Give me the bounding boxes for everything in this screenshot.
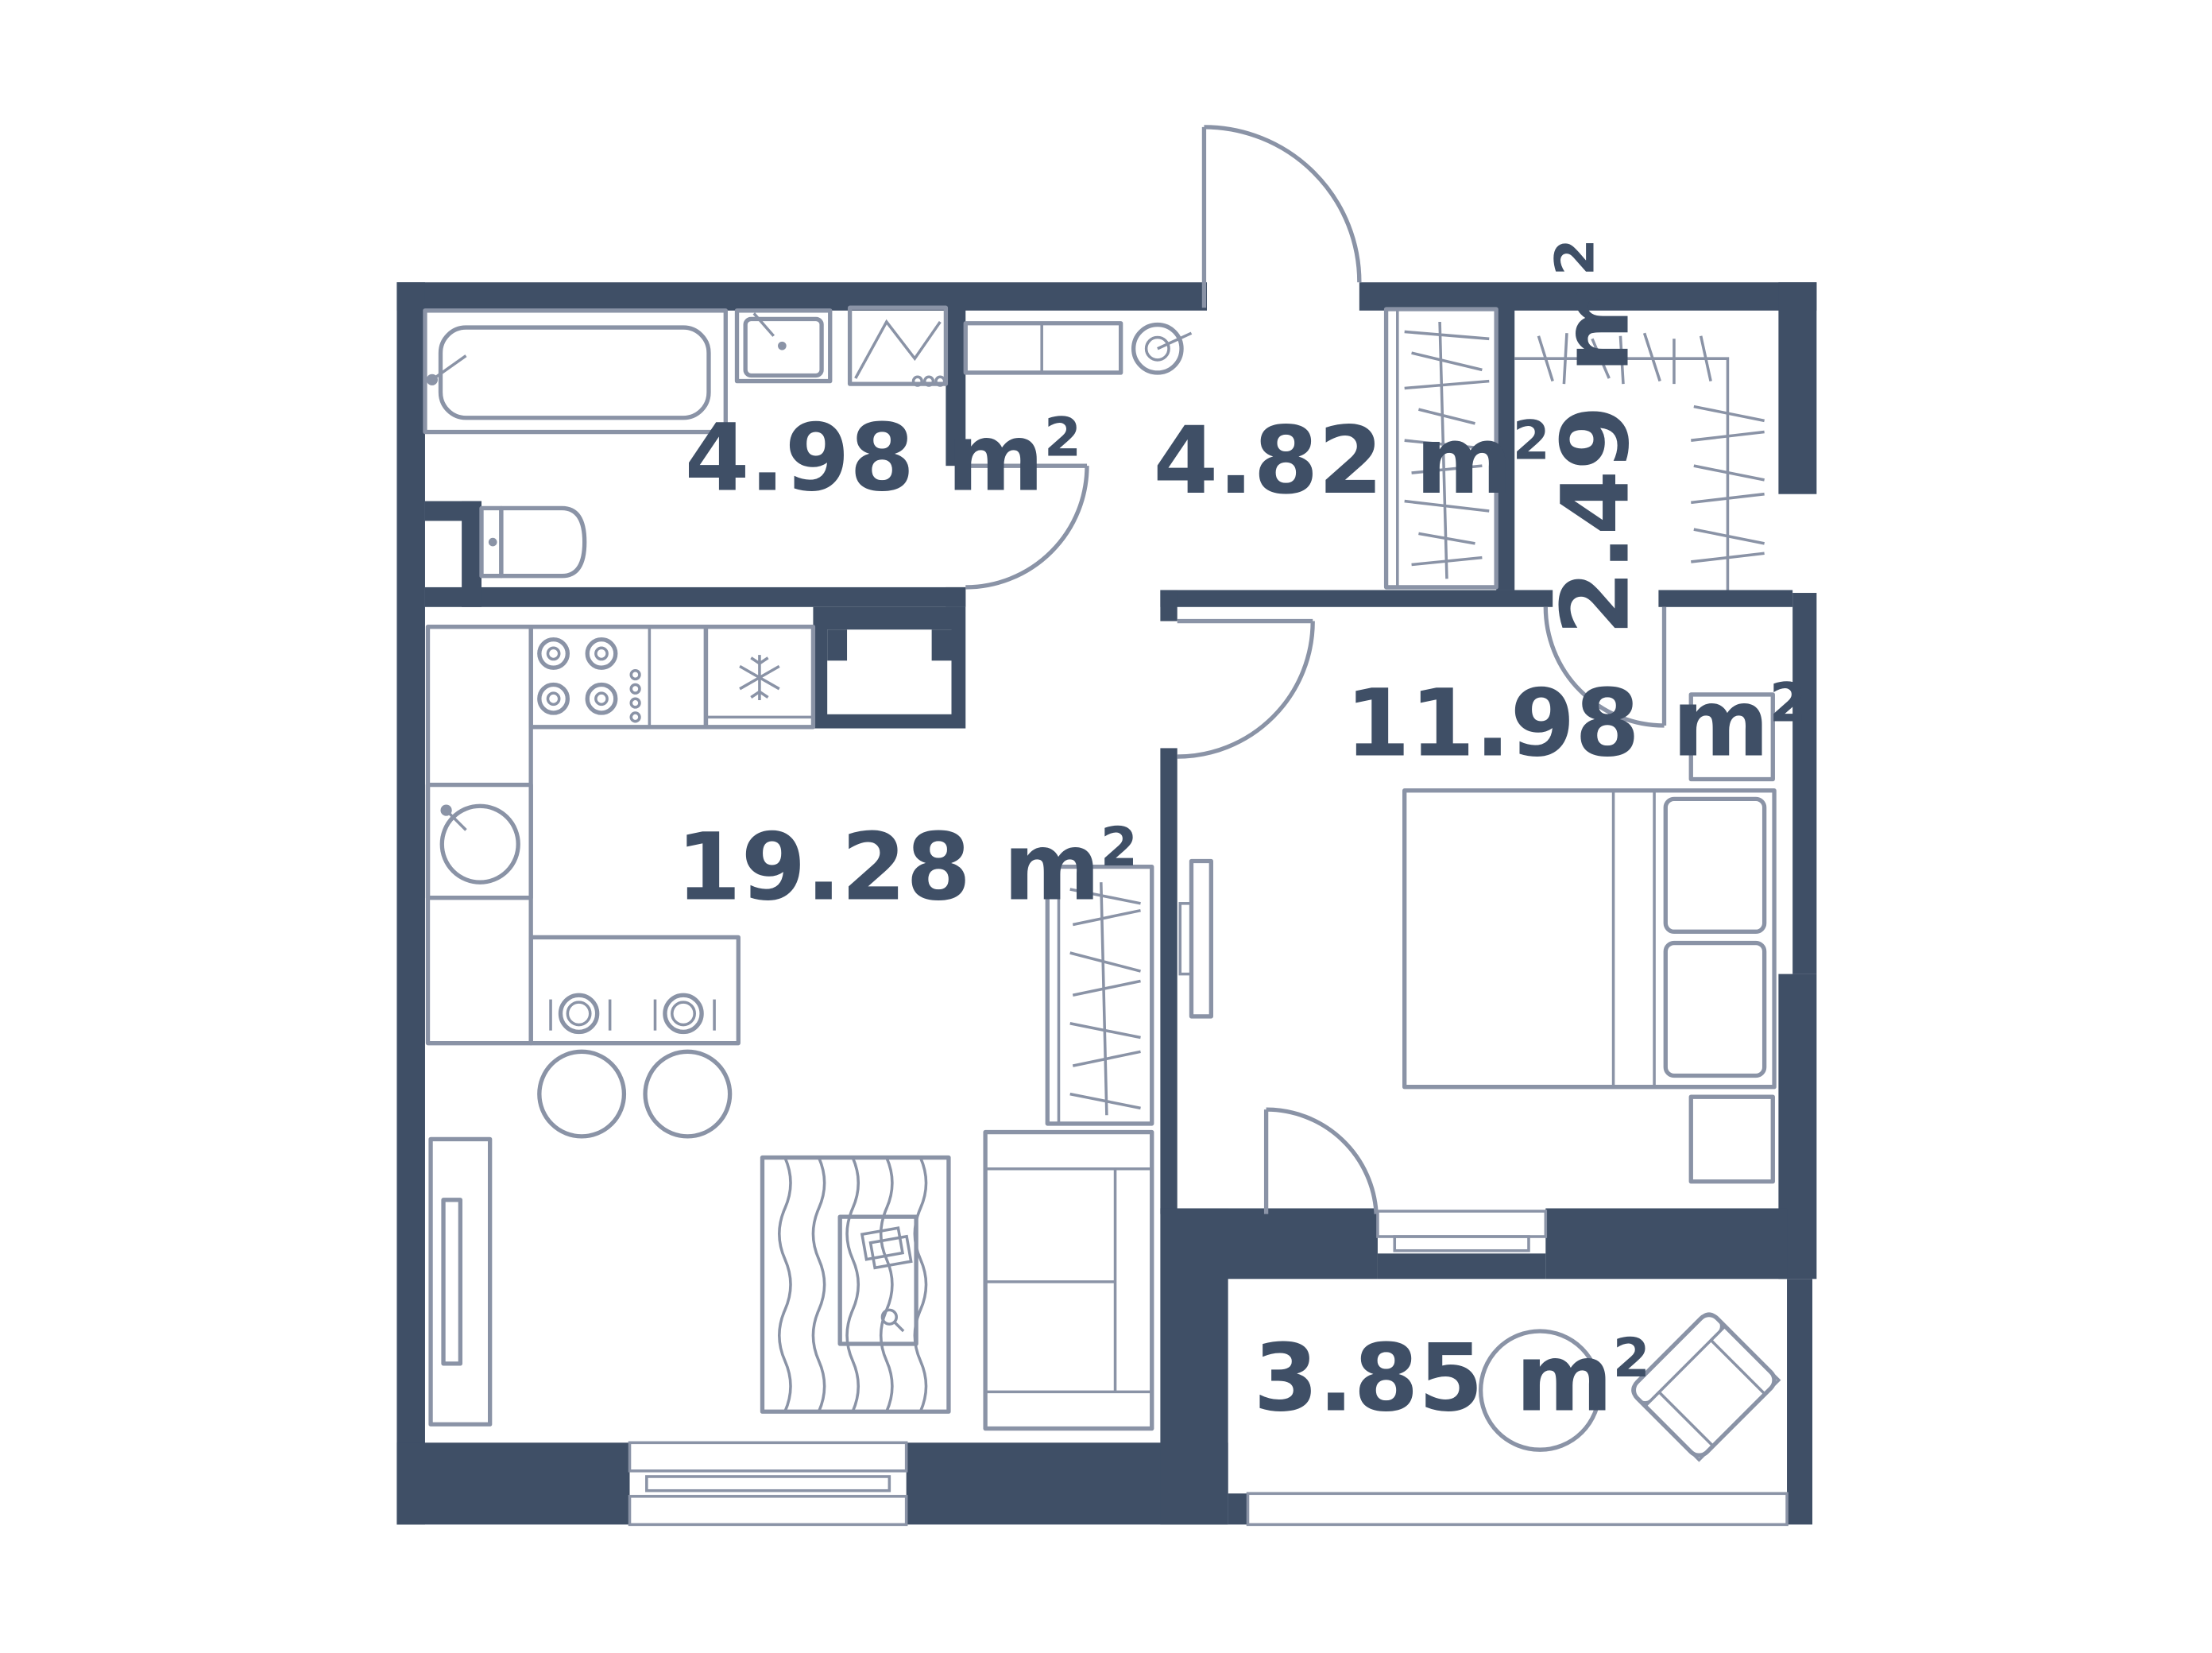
sofa-icon [983,1129,1154,1431]
plate-icon [549,993,716,1035]
balcony-area-exponent: 2 [1613,1326,1650,1389]
round-table-icon [1478,1329,1602,1452]
fridge-icon [703,624,816,730]
living-area-exponent: 2 [1100,815,1138,878]
coffee-table-icon [837,1214,918,1346]
closet-area-exponent: 2 [1544,238,1607,276]
balcony-area-value: 3.85 [1254,1323,1483,1432]
wardrobe-icon [1383,307,1499,590]
bedroom-area-exponent: 2 [1769,672,1807,734]
bed-icon [1402,788,1777,1090]
tv-icon [1178,858,1213,1019]
washing-machine-icon [847,305,949,387]
hallway-area-unit: m [1416,406,1513,515]
living-kitchen: 19.28 m2 [425,624,1154,1431]
bedroom-area-value: 11.98 [1345,668,1640,777]
hallway-area-label: 4.82 m2 [1154,406,1550,515]
walk-in-closet: 2.49 m2 [1514,238,1765,635]
balcony-door[interactable] [1263,1107,1379,1214]
bathroom: 4.98 m2 [423,305,1081,579]
tv-icon [428,1136,493,1427]
stove-icon [537,626,652,727]
closet-rack-icon [1514,332,1765,590]
balcony: 3.85 m2 [1254,1312,1781,1462]
hallway-area-exponent: 2 [1513,408,1550,471]
kitchen-sink-icon [425,782,533,900]
bedroom-area-unit: m [1673,668,1769,777]
toilet-icon [479,505,587,579]
windows [628,1210,1789,1527]
coat-hanger-icon [1131,322,1193,375]
bedroom-door[interactable] [1177,618,1315,759]
bathroom-area-unit: m [947,403,1044,512]
bathroom-area-value: 4.98 [685,403,915,512]
hallway: 4.82 m2 [963,307,1550,590]
living-area-label: 19.28 m2 [676,812,1138,921]
bedroom: 11.98 m2 [1178,668,1807,1184]
bathroom-area-exponent: 2 [1044,406,1081,469]
doors [965,125,1667,1214]
armchair-icon [1631,1312,1781,1462]
bookshelf-icon [1045,864,1154,1126]
closet-area-value: 2.49 [1541,405,1649,635]
walls [396,282,1817,1525]
bathtub-icon [423,308,728,435]
nightstand-icon [1688,692,1775,1184]
wardrobe-door[interactable] [1543,606,1667,728]
entrance-door[interactable] [1201,125,1362,308]
sink-icon [734,308,833,384]
closet-area-label: 2.49 m2 [1541,238,1649,635]
living-area-unit: m [1004,812,1100,921]
balcony-area-label: 3.85 m2 [1254,1323,1650,1432]
balcony-area-unit: m [1516,1323,1613,1432]
bathroom-door[interactable] [965,463,1089,590]
living-area-value: 19.28 [676,812,971,921]
closet-area-unit: m [1541,276,1649,373]
stool-icon [537,1049,733,1139]
bedroom-area-label: 11.98 m2 [1345,668,1807,777]
rug-icon [760,1155,951,1414]
shoe-rack-icon [963,321,1123,375]
hallway-area-value: 4.82 [1154,406,1383,515]
bathroom-area-label: 4.98 m2 [685,403,1081,512]
